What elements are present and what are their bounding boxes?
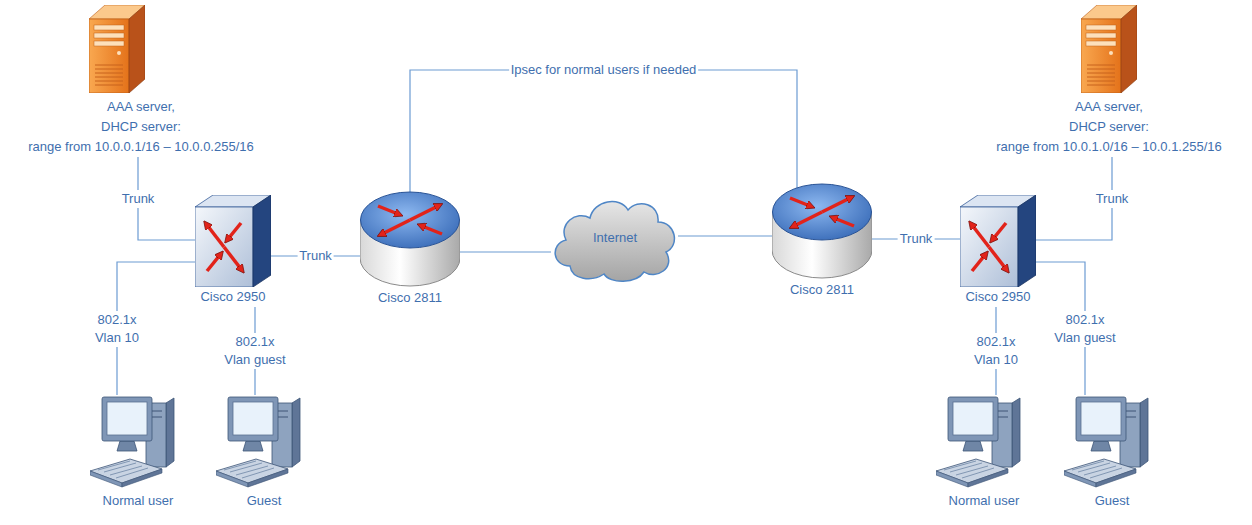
network-link [271, 255, 360, 256]
edge-label: 802.1x Vlan guest [1051, 311, 1119, 347]
aaa-dhcp-server: AAA server, DHCP server:range from 10.0.… [10, 5, 272, 157]
network-link [254, 307, 255, 395]
edge-label: Trunk [297, 247, 334, 265]
device-label: Guest [1064, 491, 1160, 511]
edge-label: Trunk [898, 230, 935, 248]
switch-icon [960, 195, 1036, 287]
network-link [678, 235, 772, 236]
router-icon [772, 180, 872, 280]
workstation: Normal user [90, 395, 186, 511]
workstation: Guest [216, 395, 312, 511]
router: Cisco 2811 [360, 188, 460, 308]
network-link [138, 157, 195, 240]
edge-label: Trunk [1094, 190, 1131, 208]
aaa-dhcp-server-icon [89, 5, 145, 93]
workstation-icon [936, 395, 1032, 491]
network-link [410, 70, 797, 192]
device-label: Normal user [936, 491, 1032, 511]
switch-icon [195, 195, 271, 287]
aaa-dhcp-server: AAA server, DHCP server:range from 10.0.… [978, 5, 1240, 157]
device-label: Guest [216, 491, 312, 511]
workstation: Guest [1064, 395, 1160, 511]
edge-label: 802.1x Vlan 10 [83, 311, 151, 347]
edge-label: 802.1x Vlan guest [221, 333, 289, 369]
workstation-icon [216, 395, 312, 491]
device-label: Cisco 2811 [360, 288, 460, 308]
router: Cisco 2811 [772, 180, 872, 300]
workstation-icon [90, 395, 186, 491]
workstation: Normal user [936, 395, 1032, 511]
network-link [460, 251, 551, 252]
ip-range: range from 10.0.0.1/16 – 10.0.0.255/16 [10, 137, 272, 157]
aaa-dhcp-server-icon [1081, 5, 1137, 93]
edge-label: Trunk [120, 190, 157, 208]
server-heading: AAA server, DHCP server: [1061, 97, 1157, 137]
device-label: Normal user [90, 491, 186, 511]
device-label: Cisco 2950 [960, 287, 1036, 307]
network-link [872, 238, 960, 239]
workstation-icon [1064, 395, 1160, 491]
network-link [1036, 262, 1085, 395]
network-link [117, 262, 195, 395]
switch: Cisco 2950 [195, 195, 271, 307]
network-link [995, 307, 996, 395]
device-label: Internet [593, 228, 637, 248]
ip-range: range from 10.0.1.0/16 – 10.0.1.255/16 [978, 137, 1240, 157]
network-link [1036, 157, 1112, 240]
server-heading: AAA server, DHCP server: [93, 97, 189, 137]
switch: Cisco 2950 [960, 195, 1036, 307]
internet-cloud: Internet [548, 188, 682, 288]
edge-label: Ipsec for normal users if needed [509, 61, 699, 79]
device-label: Cisco 2811 [772, 280, 872, 300]
edge-label: 802.1x Vlan 10 [962, 333, 1030, 369]
device-label: Cisco 2950 [195, 287, 271, 307]
router-icon [360, 188, 460, 288]
